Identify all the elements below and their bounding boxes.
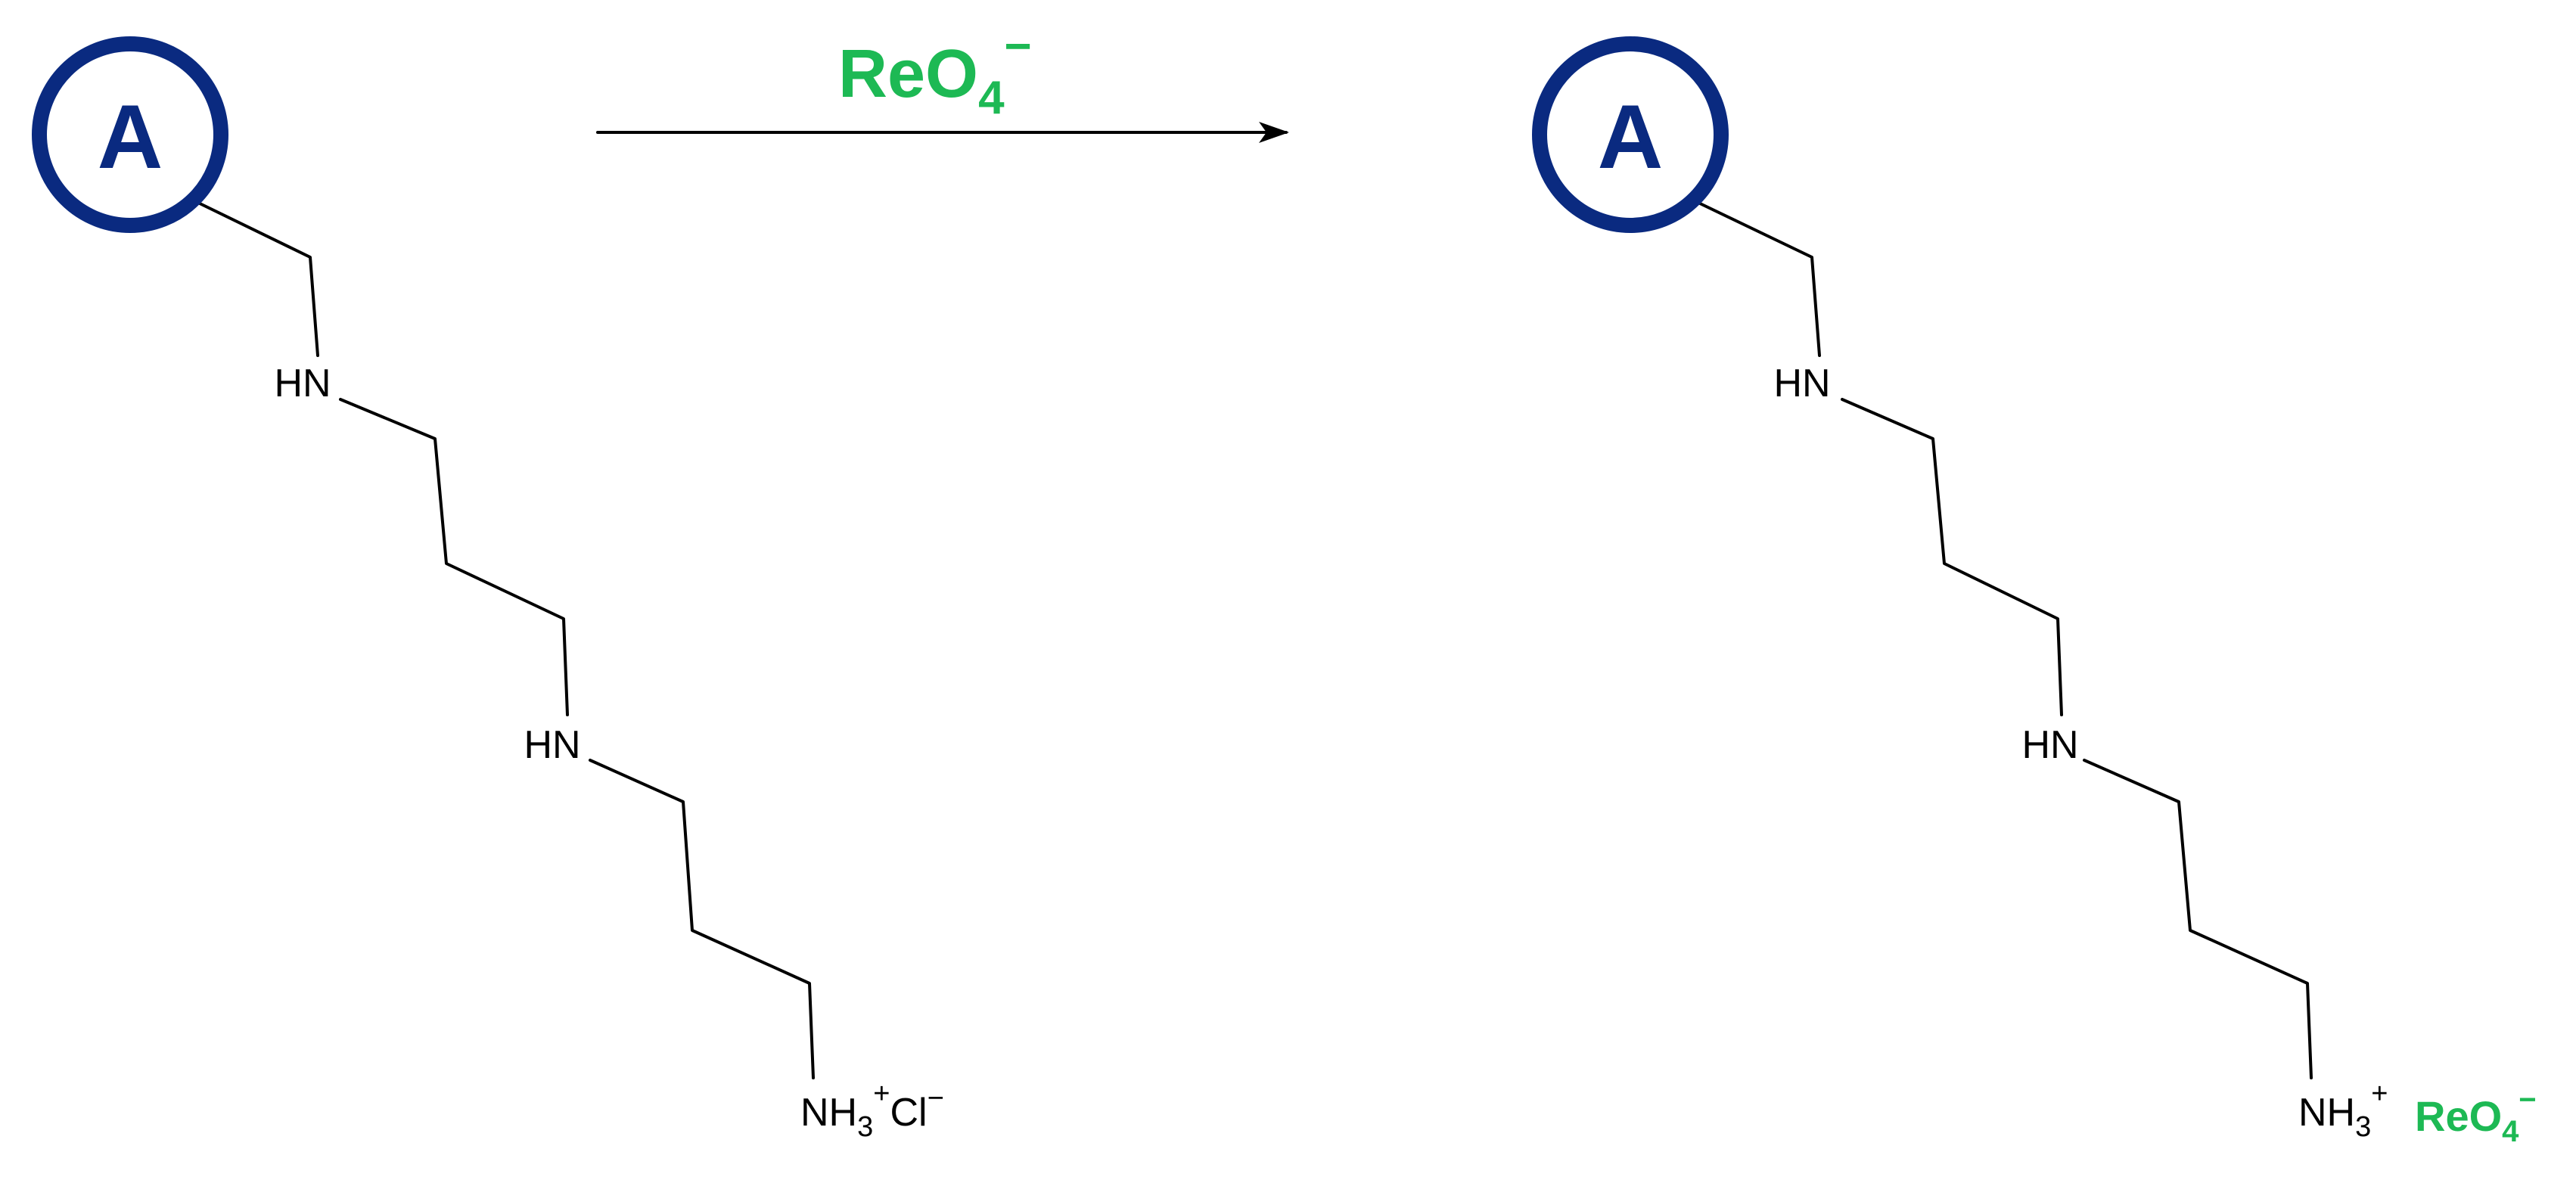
- product-counter-ion-sub: 4: [2502, 1115, 2519, 1148]
- reagent-base: ReO: [838, 36, 978, 112]
- product-resin-bead: A: [1532, 36, 1729, 233]
- reactant-molecule: A HN HN NH3+Cl−: [32, 36, 944, 1143]
- reactant-amine-1: HN: [274, 362, 331, 405]
- reactant-resin-circle: [32, 36, 228, 233]
- product-counter-ion-sup: −: [2519, 1083, 2536, 1116]
- product-chain-bond-1: [1697, 201, 1821, 357]
- reactant-terminal-sup: +: [873, 1078, 890, 1110]
- reactant-counter-ion-sup: −: [928, 1082, 944, 1114]
- product-molecule: A HN HN NH3+ ReO4−: [1532, 36, 2537, 1148]
- product-resin-label: A: [1598, 86, 1664, 188]
- product-terminal-base: NH: [2298, 1091, 2355, 1135]
- reactant-terminal-sub: 3: [857, 1111, 873, 1143]
- product-counter-ion: ReO4−: [2415, 1083, 2537, 1148]
- reactant-amine-2: HN: [524, 723, 580, 767]
- product-amine-2: HN: [2021, 723, 2078, 767]
- reactant-chain-bond-1: [197, 201, 319, 357]
- reactant-chain-bond-2: [339, 398, 569, 716]
- reaction-arrow-group: ReO4−: [596, 20, 1289, 143]
- reactant-resin-bead: A: [32, 36, 228, 233]
- product-amine-1: HN: [1773, 362, 1830, 405]
- reagent-label: ReO4−: [838, 20, 1032, 124]
- reactant-counter-ion: Cl: [890, 1091, 927, 1135]
- product-chain-bond-2: [1841, 398, 2063, 716]
- product-resin-circle: [1532, 36, 1729, 233]
- reagent-sup: −: [1005, 20, 1032, 73]
- reactant-terminal-base: NH: [800, 1091, 857, 1135]
- product-terminal-sub: 3: [2355, 1111, 2371, 1143]
- product-terminal-sup: +: [2371, 1078, 2388, 1110]
- product-counter-ion-base: ReO: [2415, 1092, 2502, 1140]
- product-terminal-ammonium: NH3+: [2298, 1078, 2388, 1143]
- reactant-resin-label: A: [98, 86, 163, 188]
- reactant-terminal-ammonium: NH3+Cl−: [800, 1078, 944, 1143]
- reagent-sub: 4: [978, 72, 1005, 124]
- reactant-chain-bond-3: [589, 759, 815, 1079]
- product-chain-bond-3: [2083, 759, 2313, 1079]
